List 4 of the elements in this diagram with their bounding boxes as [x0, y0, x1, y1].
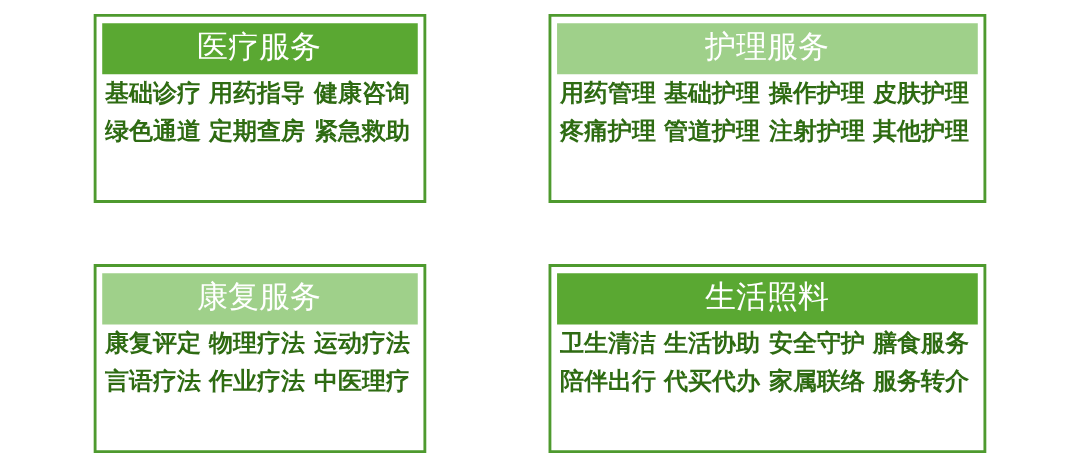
node-box: 护理服务 用药管理 基础护理 操作护理 皮肤护理 疼痛护理 管道护理 注射护理 其他护理 [548, 13, 987, 203]
node-box: 康复服务 康复评定 物理疗法 运动疗法 言语疗法 作业疗法 中医理疗 [93, 264, 427, 454]
node-box: 生活照料 卫生清洁 生活协助 安全守护 膳食服务 陪伴出行 代买代办 家属联络 服务转介 [548, 264, 987, 454]
node-box: 医疗服务 基础诊疗 用药指导 健康咨询 绿色通道 定期查房 紧急救助 [93, 13, 427, 203]
